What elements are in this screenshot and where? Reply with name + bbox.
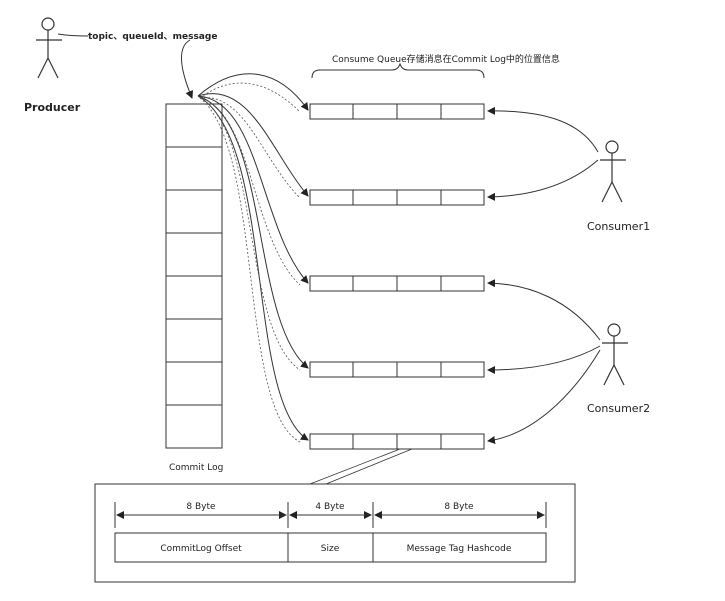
size-dimension-lines	[114, 502, 547, 528]
entry-table	[114, 532, 547, 563]
consumer-arrows	[487, 106, 601, 444]
consume-queue-1	[309, 103, 485, 120]
consumer1-figure	[600, 140, 626, 203]
field-name-hashcode: Message Tag Hashcode	[407, 544, 512, 554]
field-size-hashcode: 8 Byte	[444, 502, 474, 512]
consumer1-label: Consumer1	[587, 220, 650, 233]
commit-log	[165, 103, 223, 449]
commit-log-label: Commit Log	[169, 463, 223, 473]
consumer2-label: Consumer2	[587, 402, 650, 415]
queue-pointer-lines	[199, 82, 301, 443]
consume-queue-4	[309, 361, 485, 378]
field-name-size: Size	[321, 544, 340, 554]
queue-brace	[311, 62, 485, 79]
producer-to-commitlog-arrow	[181, 39, 194, 99]
detail-connectors	[309, 448, 413, 485]
consumer2-figure	[602, 323, 628, 386]
field-name-offset: CommitLog Offset	[160, 544, 242, 554]
commitlog-to-queue-arrows	[197, 73, 309, 441]
producer-label: Producer	[24, 101, 81, 114]
consume-queue-5	[309, 433, 485, 450]
consume-queue-3	[309, 275, 485, 292]
consume-queue-title: Consume Queue存储消息在Commit Log中的位置信息	[332, 53, 560, 65]
producer-message-label: topic、queueId、message	[88, 32, 217, 42]
field-size-offset: 8 Byte	[186, 502, 216, 512]
producer-link	[57, 33, 89, 37]
consume-queue-2	[309, 189, 485, 206]
field-size-size: 4 Byte	[315, 502, 345, 512]
producer-figure	[36, 17, 62, 79]
